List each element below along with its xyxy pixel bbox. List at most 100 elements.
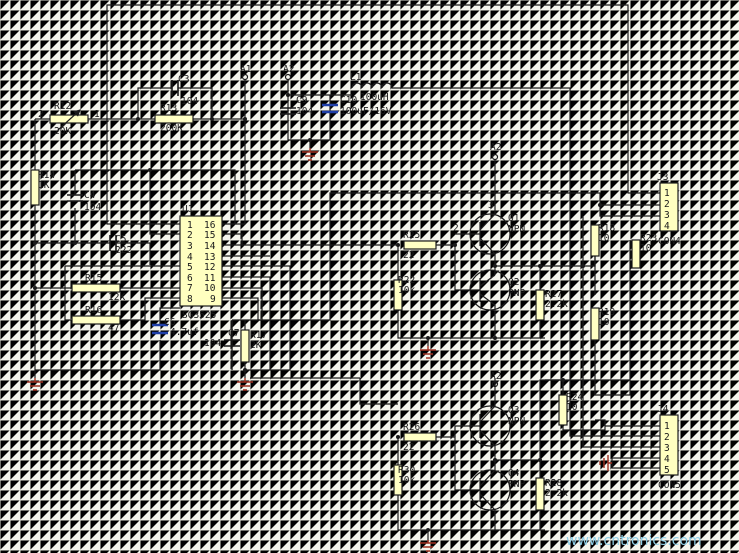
ic-pin-5: 5	[187, 262, 193, 273]
svg-text:CON4: CON4	[658, 236, 681, 247]
svg-text:C3: C3	[178, 74, 189, 85]
svg-text:3: 3	[488, 200, 494, 211]
svg-text:CON5: CON5	[658, 480, 681, 491]
resistor-r19: R19 10	[590, 307, 615, 341]
svg-text:5: 5	[664, 465, 670, 476]
svg-text:1: 1	[664, 188, 670, 199]
junctions	[33, 93, 602, 532]
ic-pin-8: 8	[187, 294, 193, 305]
svg-text:R27: R27	[545, 289, 562, 300]
inductor-l1: L1 100uH	[350, 72, 393, 103]
svg-text:10: 10	[598, 317, 610, 328]
svg-text:Q3: Q3	[508, 405, 519, 416]
svg-text:R25: R25	[403, 230, 420, 241]
resistor-r24: R24 10	[558, 392, 583, 426]
svg-text:R30: R30	[398, 465, 415, 476]
svg-text:J3: J3	[657, 172, 668, 183]
ic-pin-1: 1	[187, 220, 193, 231]
svg-text:222: 222	[115, 245, 132, 256]
resistor-r12: R12 20K 2 1	[38, 101, 100, 137]
transistor-q1: Q1 NPN 2 3	[453, 200, 525, 255]
svg-text:104: 104	[296, 106, 313, 117]
power-label-a2-q3: A2	[490, 371, 501, 388]
wires	[34, 4, 660, 540]
svg-text:C7: C7	[228, 328, 239, 339]
resistor-r13: R13 200K	[154, 103, 194, 134]
svg-text:C5: C5	[115, 234, 126, 245]
capacitor-c9: C9 104	[280, 95, 313, 117]
svg-text:R19: R19	[598, 307, 615, 318]
ic-pin-15: 15	[204, 230, 215, 241]
svg-text:47: 47	[108, 323, 119, 334]
ic-part: SG3525	[182, 310, 216, 321]
ic-pin-6: 6	[187, 273, 193, 284]
svg-text:R16: R16	[85, 305, 102, 316]
svg-text:1: 1	[94, 109, 100, 120]
resistor-r25: R25 22	[403, 230, 437, 261]
svg-text:4: 4	[664, 221, 670, 232]
svg-text:A2: A2	[490, 142, 501, 153]
watermark-text: www.cntronics.com	[566, 533, 702, 549]
ic-pin-13: 13	[204, 252, 215, 263]
svg-text:NPN: NPN	[508, 416, 525, 427]
svg-text:R23: R23	[640, 233, 657, 244]
svg-text:4: 4	[664, 454, 670, 465]
svg-text:1: 1	[664, 421, 670, 432]
svg-text:R14: R14	[38, 170, 55, 181]
svg-text:R18: R18	[598, 223, 615, 234]
svg-text:20K: 20K	[54, 126, 71, 137]
resistor-r15: R15 12K	[71, 273, 125, 303]
ic-pin-9: 9	[210, 294, 216, 305]
svg-text:R28: R28	[545, 478, 562, 489]
capacitor-c10: C10 100uF/16V	[322, 95, 392, 117]
svg-text:4.7uf: 4.7uf	[170, 327, 199, 338]
resistor-r18: R18 10	[590, 223, 615, 257]
resistor-r23: R23 10	[631, 233, 657, 269]
svg-text:12K: 12K	[108, 292, 125, 303]
svg-text:Q1: Q1	[508, 213, 520, 224]
svg-text:L1: L1	[350, 72, 362, 83]
svg-text:2: 2	[38, 109, 44, 120]
svg-text:3: 3	[664, 443, 670, 454]
svg-text:104: 104	[204, 338, 221, 349]
resistor-r17: R17 2K	[240, 329, 267, 363]
svg-text:1K: 1K	[38, 180, 50, 191]
transistor-q2: Q2 PNP	[469, 269, 525, 320]
resistor-r22: R22 10k	[393, 275, 415, 311]
ic-pin-3: 3	[187, 241, 193, 252]
svg-text:Q4: Q4	[508, 468, 520, 479]
transistor-q4: Q4 PNP	[469, 465, 525, 520]
capacitor-c5: C5 222	[108, 234, 132, 256]
ic-pin-10: 10	[204, 283, 216, 294]
ic-u1: U1 SG3525 1 2 3 4 5 6 7 8 16 15 14 13 12…	[179, 204, 223, 321]
ic-pin-7: 7	[187, 283, 193, 294]
ic-pin-2: 2	[187, 230, 193, 241]
svg-text:R17: R17	[250, 330, 267, 341]
svg-text:A2: A2	[490, 371, 501, 382]
svg-text:100uF/16V: 100uF/16V	[340, 106, 392, 117]
svg-text:22: 22	[403, 442, 414, 453]
ic-pin-11: 11	[204, 273, 216, 284]
svg-text:10: 10	[598, 233, 610, 244]
connector-j3: J3 1 2 3 4 CON4	[657, 172, 681, 247]
svg-text:100uH: 100uH	[360, 92, 389, 103]
svg-text:104: 104	[84, 202, 101, 213]
svg-text:3: 3	[664, 210, 670, 221]
svg-text:R24: R24	[566, 392, 583, 403]
svg-text:10k: 10k	[398, 475, 415, 486]
svg-text:R13: R13	[160, 103, 177, 114]
svg-text:C6: C6	[164, 317, 176, 328]
ic-pin-16: 16	[204, 220, 216, 231]
svg-text:PNP: PNP	[508, 288, 525, 299]
capacitor-c7: C7 104	[204, 320, 240, 370]
svg-text:10k: 10k	[398, 285, 415, 296]
resistor-r26: R26 22	[403, 422, 437, 453]
ic-ref: U1	[182, 204, 194, 215]
svg-text:R22: R22	[398, 275, 415, 286]
svg-text:200K: 200K	[160, 123, 183, 134]
capacitor-c3: C3 104	[165, 74, 198, 107]
svg-text:C10: C10	[340, 95, 357, 106]
svg-text:2: 2	[453, 223, 459, 234]
